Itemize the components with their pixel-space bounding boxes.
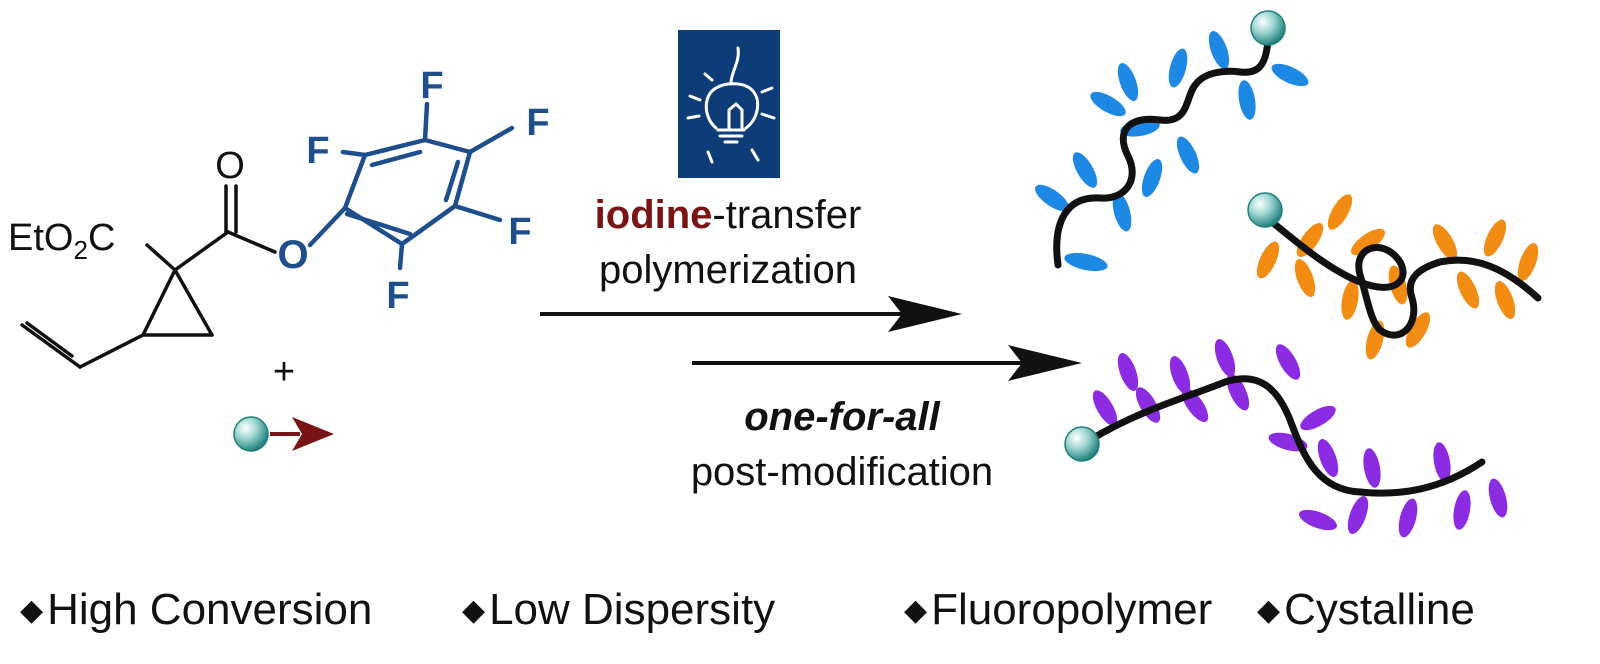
plus-sign: +: [273, 351, 295, 393]
light-bulb-icon: [678, 30, 780, 178]
polymerization-label: polymerization: [599, 248, 857, 292]
fluorine-label-lower-right: F: [508, 211, 531, 253]
bead-icon: [1247, 192, 1283, 228]
iodine-word: iodine: [595, 193, 713, 237]
post-modification-label: post-modification: [691, 450, 993, 494]
fluorine-label-top: F: [420, 65, 443, 107]
one-for-all-label: one-for-all: [744, 395, 940, 439]
diamond-bullet-icon: ◆: [1257, 594, 1281, 627]
bead-icon: [1250, 10, 1286, 46]
diamond-bullet-icon: ◆: [462, 594, 486, 627]
iodine-transfer-label: iodine-transfer: [595, 193, 862, 237]
feature-label: Fluoropolymer: [931, 585, 1213, 634]
monomer-labels: EtO2C O O F F F F F +: [8, 65, 550, 393]
feature-low-dispersity: ◆Low Dispersity: [462, 585, 775, 635]
feature-label: Cystalline: [1284, 585, 1475, 634]
feature-high-conversion: ◆High Conversion: [20, 585, 372, 635]
diamond-bullet-icon: ◆: [904, 594, 928, 627]
polymerization-arrow: [540, 296, 962, 332]
blue-side-chain-polymer: [1034, 10, 1309, 272]
fluorine-label-bottom: F: [386, 275, 409, 317]
feature-list: ◆High Conversion ◆Low Dispersity ◆Fluoro…: [0, 585, 1600, 645]
feature-cystalline: ◆Cystalline: [1257, 585, 1475, 635]
fluorine-label-left: F: [306, 130, 329, 172]
diamond-bullet-icon: ◆: [20, 594, 44, 627]
bead-icon: [1064, 426, 1100, 462]
carbonyl-oxygen-label: O: [215, 145, 245, 187]
bead-icon: [233, 416, 269, 452]
pentafluorophenyl-group: [307, 101, 515, 271]
post-modification-arrow: [692, 345, 1082, 381]
transfer-word: -transfer: [712, 193, 861, 237]
conditions-text: iodine-transfer polymerization one-for-a…: [595, 193, 994, 494]
feature-fluoropolymer: ◆Fluoropolymer: [904, 585, 1212, 635]
red-arrowhead-icon: [292, 417, 334, 451]
ester-group-label: EtO2C: [8, 217, 115, 265]
chain-end-reagent: [233, 416, 334, 452]
purple-side-chain-polymer: [1064, 339, 1508, 538]
orange-side-chain-polymer: [1247, 192, 1542, 360]
ester-oxygen-label: O: [277, 233, 308, 277]
feature-label: High Conversion: [47, 585, 373, 634]
fluorine-label-upper-right: F: [526, 102, 549, 144]
monomer-structure: [20, 184, 277, 369]
feature-label: Low Dispersity: [489, 585, 776, 634]
